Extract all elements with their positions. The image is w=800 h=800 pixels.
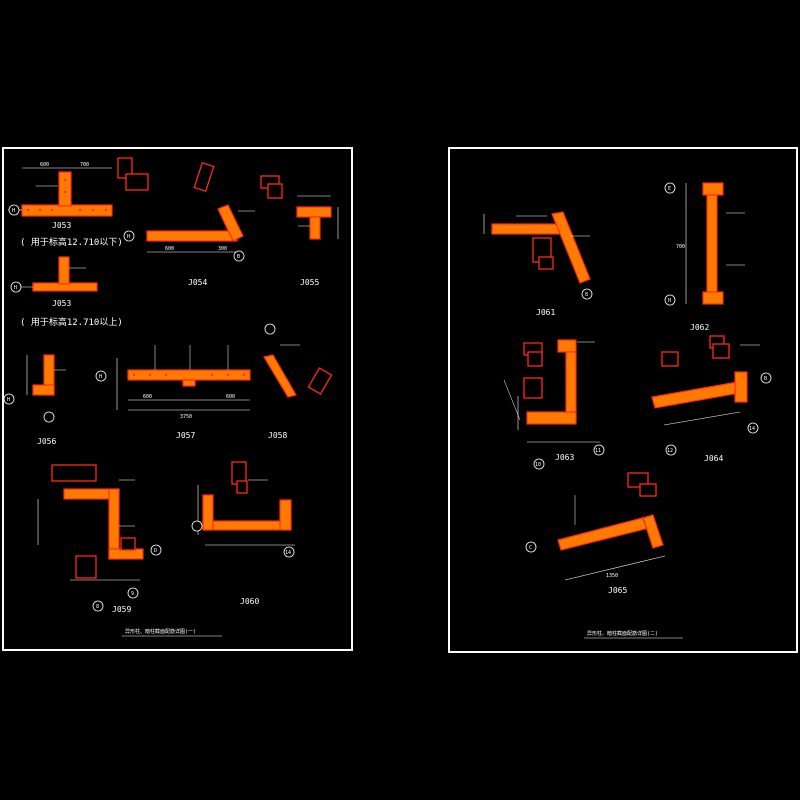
detail-j064: 12 14 B J064: [651, 335, 772, 463]
sheet-left-frame: [2, 147, 353, 651]
tag-j062: J062: [690, 323, 709, 332]
tag-j056: J056: [37, 437, 56, 446]
axis-bubble: E: [668, 186, 671, 192]
tag-j057: J057: [176, 431, 195, 440]
dim-j057-600-right: 600: [226, 394, 235, 400]
axis-bubble: 14: [749, 426, 755, 432]
sheet-right: 8 J061 700 E H J062: [448, 147, 798, 653]
detail-j060: 14 J060: [191, 461, 295, 606]
tag-j053-upper: J053: [52, 221, 71, 230]
sheet-right-title: 异形柱、暗柱截面配筋详图(二): [587, 630, 658, 637]
tag-j059: J059: [112, 605, 131, 614]
axis-bubble: 9: [131, 591, 134, 597]
tag-j063: J063: [555, 453, 574, 462]
tag-j058: J058: [268, 431, 287, 440]
detail-j053-upper: 600 700 H J053: [8, 162, 113, 230]
axis-bubble: H: [668, 298, 671, 304]
dim-j065-total: 1350: [606, 573, 618, 579]
detail-j058: J058: [263, 323, 333, 440]
detail-j054: 600 300 H B J054: [117, 157, 255, 287]
dim-j053-600: 600: [40, 162, 49, 168]
detail-j053-lower: H J053: [10, 256, 98, 308]
dim-j057-600-left: 600: [143, 394, 152, 400]
dim-j062-700: 700: [676, 244, 685, 250]
tag-j060: J060: [240, 597, 259, 606]
detail-j063: 10 11 J063: [503, 339, 605, 470]
axis-bubble: 8: [585, 292, 588, 298]
detail-j055: J055: [260, 175, 339, 287]
axis-bubble: H: [99, 374, 102, 380]
axis-bubble: B: [764, 376, 767, 382]
detail-j062: 700 E H J062: [664, 182, 745, 332]
axis-bubble: D: [154, 548, 157, 554]
axis-bubble: H: [14, 285, 17, 291]
detail-j057: 600 600 3750 H J057: [95, 345, 251, 440]
detail-j065: 1350 C J065: [525, 472, 666, 595]
dim-j053-700: 700: [80, 162, 89, 168]
axis-bubble: 8: [96, 604, 99, 610]
detail-j061: 8 J061: [483, 211, 593, 317]
axis-bubble: H: [7, 397, 10, 403]
detail-j059: 8 9 D J059: [37, 464, 162, 614]
axis-bubble: 10: [535, 462, 541, 468]
detail-j056: H J056: [3, 354, 66, 446]
tag-j065: J065: [608, 586, 627, 595]
dim-j054-300: 300: [218, 246, 227, 252]
tag-j055: J055: [300, 278, 319, 287]
dim-j054-600: 600: [165, 246, 174, 252]
axis-bubble: H: [127, 234, 130, 240]
note-below-12710: ( 用于标高12.710以下): [20, 236, 123, 248]
tag-j061: J061: [536, 308, 555, 317]
axis-bubble: 11: [595, 448, 601, 454]
sheet-left-title: 异形柱、暗柱截面配筋详图(一): [125, 628, 196, 635]
tag-j064: J064: [704, 454, 723, 463]
tag-j054: J054: [188, 278, 207, 287]
axis-bubble: 14: [285, 550, 291, 556]
axis-bubble: C: [529, 545, 532, 551]
tag-j053-lower: J053: [52, 299, 71, 308]
sheet-left: 600 700 H J053 ( 用于标高12.710以下) H J053 ( …: [2, 147, 353, 651]
note-above-12710: ( 用于标高12.710以上): [20, 316, 123, 328]
axis-bubble: 12: [667, 448, 673, 454]
axis-bubble: B: [237, 254, 240, 260]
axis-bubble: H: [12, 208, 15, 214]
sheet-right-frame: [448, 147, 798, 653]
dim-j057-total: 3750: [180, 414, 192, 420]
